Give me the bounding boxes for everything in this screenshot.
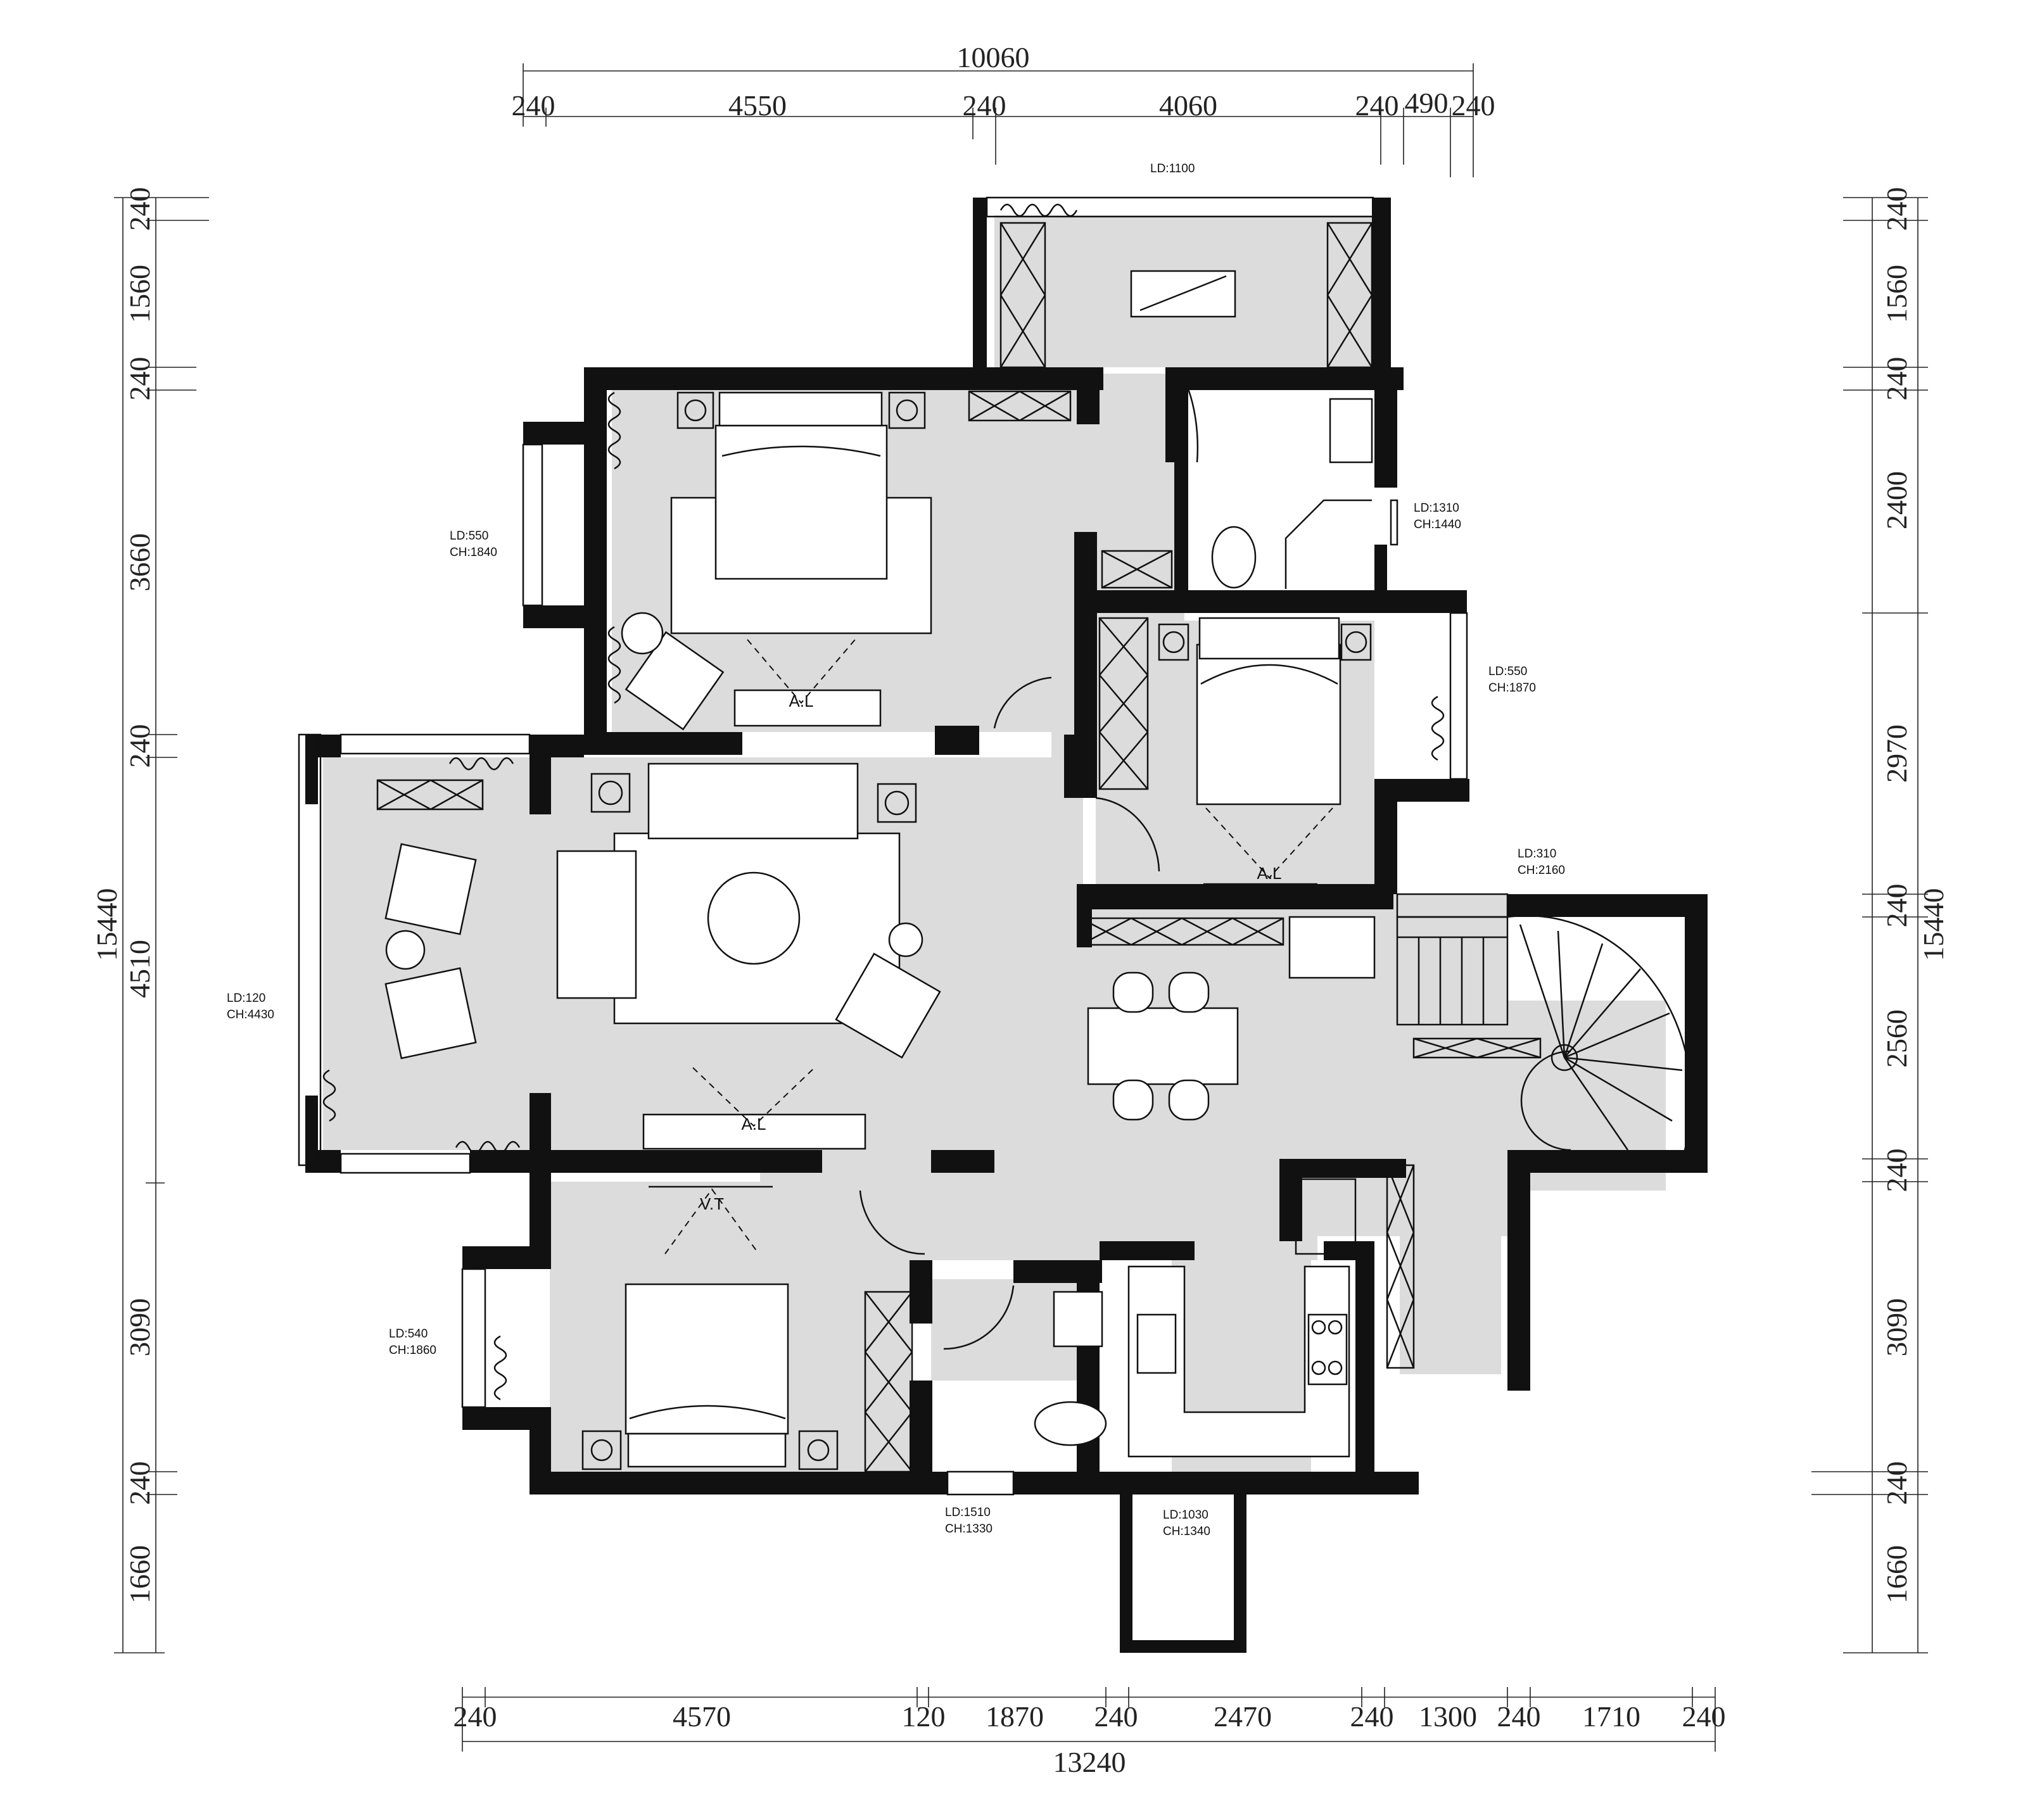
- toilet-icon: [1034, 1401, 1107, 1446]
- dim-top-0: 240: [512, 89, 555, 122]
- dining-table: [1087, 1007, 1239, 1085]
- dim-bottom-6: 240: [1350, 1700, 1394, 1733]
- floor-areas: [323, 215, 1666, 1476]
- dim-top-5: 490: [1405, 87, 1449, 119]
- window-label-ld: LD:550: [1488, 665, 1527, 678]
- window-label-ld: LD:1100: [1150, 162, 1195, 175]
- window-label-ch: CH:1340: [1163, 1525, 1210, 1538]
- dim-bottom-5: 2470: [1214, 1700, 1272, 1733]
- tv-label: A.L: [741, 1115, 766, 1134]
- door-swings: [859, 379, 1199, 1350]
- double-bed: [714, 424, 888, 580]
- window-label-ld: LD:1310: [1414, 502, 1459, 515]
- dim-top-2: 240: [963, 89, 1006, 122]
- dim-left-0: 240: [124, 187, 156, 231]
- window-label-ch: CH:2160: [1518, 864, 1565, 877]
- kitchen-counter: [1127, 1265, 1350, 1458]
- dim-right-10: 1660: [1880, 1545, 1913, 1603]
- window-label-ld: LD:310: [1518, 847, 1556, 861]
- window-label-ld: LD:550: [450, 529, 488, 543]
- dim-right-6: 2560: [1880, 1009, 1913, 1068]
- dim-bottom-8: 240: [1497, 1700, 1541, 1733]
- dim-top-3: 4060: [1159, 89, 1217, 122]
- dim-bottom-total: 13240: [1053, 1746, 1126, 1778]
- tv-cabinet: [642, 1113, 866, 1150]
- window-label-ch: CH:4430: [227, 1008, 274, 1021]
- furniture: A.L A.L A.L V.T: [322, 203, 1692, 1473]
- dim-left-3: 3660: [124, 533, 156, 591]
- dim-right-4: 2970: [1880, 724, 1913, 783]
- dim-left-1: 1560: [124, 265, 156, 323]
- dim-left-6: 3090: [124, 1298, 156, 1356]
- window-labels: LD:1100 LD:550 CH:1840 LD:1310 CH:1440 L…: [227, 162, 1565, 1538]
- armchair: [835, 952, 941, 1059]
- bottom-dimensions: 240 4570 120 1870 240 2470 240 1300 240 …: [453, 1700, 1726, 1778]
- tv-label: V.T: [700, 1194, 724, 1213]
- dim-bottom-2: 120: [902, 1700, 946, 1733]
- dimension-lines: [114, 63, 1928, 1752]
- dim-bottom-9: 1710: [1582, 1700, 1640, 1733]
- dim-top-total: 10060: [957, 41, 1030, 73]
- radiator-icon: [322, 203, 1445, 1401]
- right-dimensions: 240 1560 240 2400 2970 240 2560 240 3090…: [1880, 187, 1950, 1604]
- stairs: [1396, 914, 1692, 1151]
- dim-right-5: 240: [1880, 884, 1913, 928]
- armchair: [625, 631, 725, 731]
- dim-left-5: 4510: [124, 940, 156, 998]
- dim-right-8: 3090: [1880, 1298, 1913, 1356]
- walls: [305, 198, 1708, 1653]
- dim-bottom-3: 1870: [986, 1700, 1044, 1733]
- dim-top-6: 240: [1452, 89, 1495, 122]
- dim-right-9: 240: [1880, 1462, 1913, 1505]
- window-label-ch: CH:1330: [945, 1522, 992, 1536]
- dim-right-2: 240: [1880, 357, 1913, 401]
- dim-right-3: 2400: [1880, 471, 1913, 529]
- toilet-icon: [1211, 526, 1257, 589]
- dim-right-0: 240: [1880, 187, 1913, 231]
- dim-bottom-0: 240: [453, 1700, 497, 1733]
- sink-icon: [1053, 1291, 1103, 1348]
- dim-left-total: 15440: [91, 888, 123, 961]
- dim-right-total: 15440: [1917, 888, 1950, 961]
- dim-left-8: 1660: [124, 1545, 156, 1603]
- window-label-ch: CH:1870: [1488, 681, 1536, 695]
- top-dimensions: 10060 240 4550 240 4060 240 490 240: [512, 41, 1495, 122]
- window-label-ch: CH:1840: [450, 546, 497, 559]
- window-label-ld: LD:120: [227, 992, 265, 1005]
- left-dimensions: 240 1560 240 3660 240 4510 3090 240 1660…: [91, 187, 156, 1604]
- tv-label: A.L: [1257, 864, 1281, 883]
- coffee-table: [707, 871, 801, 965]
- fridge: [1288, 916, 1376, 979]
- dim-left-7: 240: [124, 1462, 156, 1505]
- dim-left-4: 240: [124, 724, 156, 768]
- window-label-ld: LD:1030: [1163, 1508, 1208, 1522]
- window-label-ch: CH:1860: [389, 1344, 436, 1357]
- armchair: [384, 843, 477, 935]
- dim-right-7: 240: [1880, 1149, 1913, 1192]
- window-label-ld: LD:540: [389, 1327, 428, 1341]
- dim-right-1: 1560: [1880, 265, 1913, 323]
- dim-left-2: 240: [124, 357, 156, 401]
- armchair: [384, 967, 477, 1059]
- sofa-chaise: [556, 850, 637, 999]
- dim-bottom-7: 1300: [1419, 1700, 1477, 1733]
- sink-icon: [1329, 398, 1373, 464]
- double-bed: [625, 1283, 789, 1435]
- dim-bottom-4: 240: [1094, 1700, 1138, 1733]
- dim-bottom-1: 4570: [673, 1700, 731, 1733]
- sofa: [647, 762, 859, 840]
- window-label-ld: LD:1510: [945, 1506, 991, 1519]
- dim-top-1: 4550: [728, 89, 787, 122]
- tv-label: A.L: [789, 692, 813, 711]
- double-bed: [1196, 643, 1341, 806]
- window-label-ch: CH:1440: [1414, 518, 1461, 531]
- dim-bottom-10: 240: [1682, 1700, 1726, 1733]
- dim-top-4: 240: [1355, 89, 1399, 122]
